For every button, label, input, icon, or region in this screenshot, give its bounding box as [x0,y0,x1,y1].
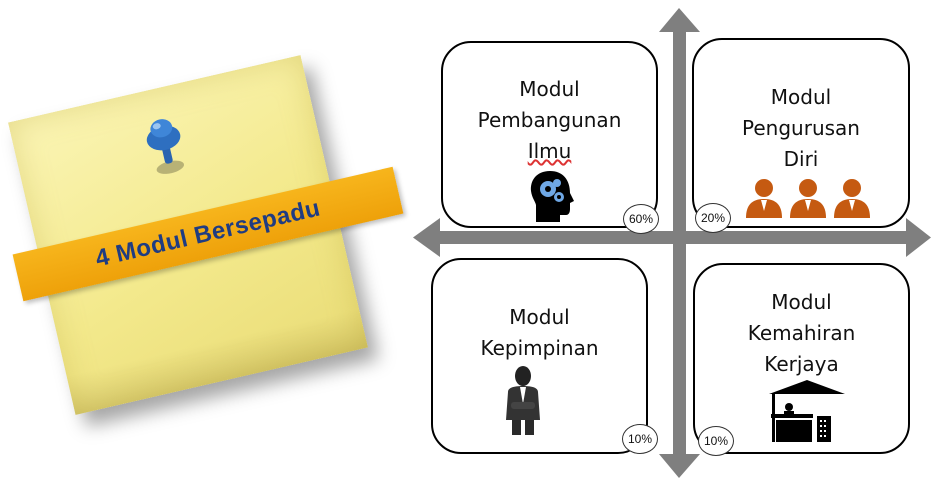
sticky-note-group: 4 Modul Bersepadu [8,55,404,445]
module-title-line: Kerjaya [764,352,839,376]
percentage-badge: 20% [695,203,731,233]
module-title-line: Modul [770,85,832,109]
percentage-badge: 60% [623,204,659,234]
percentage-badge: 10% [698,426,734,456]
sticky-note [8,55,368,415]
module-title-line: Diri [783,147,819,171]
module-box-pengurusan-diri: Modul Pengurusan Diri 20% [692,38,910,233]
head-gears-icon [530,171,574,222]
module-title-line: Pengurusan [742,116,860,140]
module-title-line: Modul [519,77,580,101]
businessman-icon [506,366,540,435]
vendor-stall-icon [769,380,845,442]
module-box-kepimpinan: Modul Kepimpinan 10% [431,258,658,454]
module-title-line: Pembangunan [477,108,622,132]
percentage-badge: 10% [622,424,658,454]
module-box-kemahiran-kerjaya: Modul Kemahiran Kerjaya 10% [693,263,910,456]
module-title-line: Kepimpinan [480,336,599,360]
three-people-icon [746,179,870,218]
module-title-line: Modul [509,305,570,329]
module-title-line: Ilmu [527,139,572,163]
module-title-line: Modul [771,290,832,314]
push-pin-icon [146,119,185,174]
module-box-pembangunan-ilmu: Modul Pembangunan Ilmu 60% [441,41,659,234]
module-title-line: Kemahiran [747,321,856,345]
